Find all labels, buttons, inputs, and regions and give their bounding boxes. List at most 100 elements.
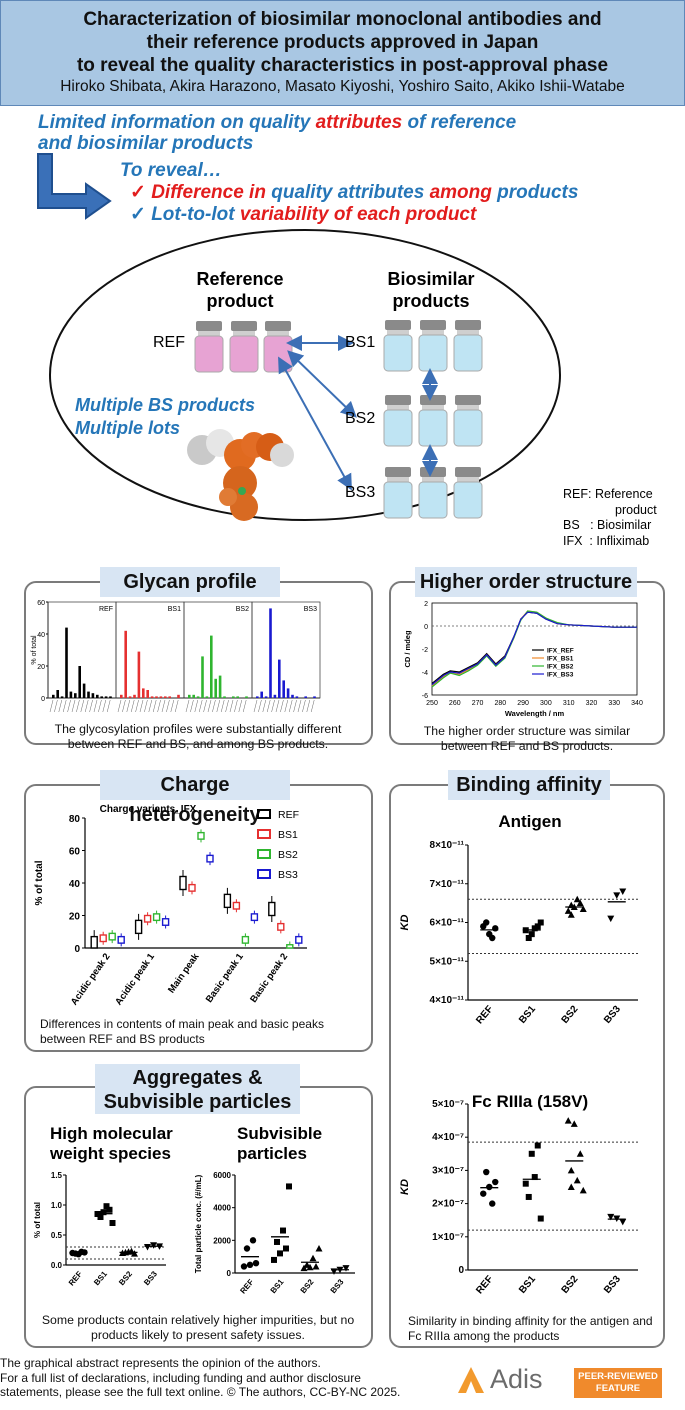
- y-tick-label: 5×10⁻⁷: [432, 1099, 464, 1110]
- bullet-text: quality attributes: [271, 182, 425, 203]
- data-point: [531, 1174, 538, 1181]
- glycan-bar: [218, 675, 222, 698]
- data-point: [283, 1245, 289, 1252]
- caption-line: between REF and BS products.: [440, 739, 614, 753]
- data-point: [619, 888, 627, 895]
- glycan-bar: [164, 696, 167, 698]
- y-tick-label: 20: [37, 664, 45, 671]
- arrow-ref-bs3: [278, 356, 352, 491]
- bs2-vial-1-cap: [385, 395, 411, 405]
- x-tick-label: [203, 699, 207, 713]
- data-point: [492, 1178, 499, 1186]
- legend-key: BS: [563, 518, 580, 532]
- facet-frame: [47, 601, 117, 699]
- x-tick-label: [262, 699, 267, 713]
- legend-swatch: [257, 809, 271, 819]
- group-label: REF: [474, 1274, 495, 1296]
- group-label: BS3: [602, 1274, 623, 1296]
- data-point: [78, 1248, 85, 1255]
- data-point: [342, 1265, 350, 1272]
- title-line-3: to reveal the quality characteristics in…: [76, 55, 609, 76]
- x-tick-label: [284, 699, 289, 713]
- data-point: [309, 1254, 317, 1262]
- box: [295, 935, 303, 944]
- bs3-vial-3-neck: [457, 477, 479, 482]
- category-label: Main peak: [166, 951, 202, 996]
- data-point: [619, 1218, 627, 1226]
- data-point: [336, 1266, 344, 1274]
- data-point: [300, 1264, 308, 1272]
- y-tick-label: 3×10⁻⁷: [432, 1165, 464, 1176]
- data-point: [613, 1215, 621, 1223]
- data-point: [144, 1244, 151, 1251]
- x-tick-label: 270: [472, 700, 484, 707]
- bs1-vial-3-cap: [455, 320, 481, 330]
- legend-value: : Biosimilar: [590, 518, 652, 532]
- data-point: [579, 905, 587, 912]
- group-label: BS2: [299, 1277, 316, 1295]
- data-point: [522, 927, 529, 934]
- bs3-vial-3-cap: [455, 467, 481, 477]
- y-tick-label: 40: [69, 879, 81, 890]
- box: [188, 883, 196, 892]
- ref-vial-2-neck: [233, 331, 255, 336]
- glycan-bar: [245, 696, 248, 698]
- authors: Hiroko Shibata, Akira Harazono, Masato K…: [60, 78, 625, 95]
- bs1-vial-2-neck: [422, 330, 444, 335]
- x-tick-label: [207, 699, 212, 713]
- footer-note: The graphical abstract represents the op…: [0, 1356, 400, 1400]
- x-tick-label: [194, 699, 199, 713]
- x-tick-label: [225, 699, 229, 713]
- facet-frame: [183, 601, 253, 699]
- data-point: [534, 1142, 541, 1149]
- badge-line: FEATURE: [595, 1383, 641, 1394]
- y-tick-label: 80: [69, 814, 81, 825]
- x-tick-label: [174, 699, 179, 713]
- title-line: Subvisible: [237, 1124, 323, 1143]
- legend-swatch: [257, 849, 271, 859]
- category-label: Basic peak 1: [204, 951, 246, 1005]
- data-point: [97, 1214, 104, 1220]
- data-point: [537, 1215, 544, 1222]
- box: [206, 854, 214, 863]
- data-point: [567, 901, 575, 909]
- data-point: [489, 934, 496, 942]
- x-tick-label: [297, 699, 302, 713]
- data-point: [567, 1166, 575, 1174]
- ref-vial-3-body: [263, 335, 293, 373]
- y-tick-label: 60: [37, 600, 45, 607]
- data-point: [573, 1176, 581, 1184]
- group-label: BS1: [269, 1277, 286, 1295]
- glycan-bar: [78, 666, 81, 698]
- box: [277, 922, 285, 931]
- x-tick-label: [220, 699, 225, 713]
- x-tick-label: 280: [494, 700, 506, 707]
- title-line-1: Characterization of biosimilar monoclona…: [83, 9, 602, 30]
- bullet-text: among: [424, 182, 498, 203]
- bs1-vial-3-neck: [457, 330, 479, 335]
- y-tick-label: 0: [458, 1265, 464, 1276]
- x-tick-label: [139, 699, 144, 713]
- glycan-bar: [82, 683, 86, 698]
- x-tick-label: [89, 699, 93, 713]
- x-tick-label: [84, 699, 89, 713]
- data-point: [576, 899, 584, 907]
- y-tick-label: 6000: [213, 1171, 231, 1180]
- facet-label: REF: [99, 606, 113, 613]
- glycan-bar: [205, 696, 209, 698]
- y-tick-label: 5×10⁻¹¹: [430, 956, 465, 967]
- box: [117, 935, 125, 944]
- legend-swatch: [257, 869, 271, 879]
- x-tick-label: [275, 699, 280, 713]
- x-tick-label: 300: [540, 700, 552, 707]
- bs3-vial-1-neck: [387, 477, 409, 482]
- y-tick-label: 4000: [213, 1204, 231, 1213]
- data-point: [613, 892, 621, 899]
- data-point: [252, 1260, 260, 1267]
- glycan-bar: [282, 680, 285, 698]
- aggregates-caption: Some products contain relatively higher …: [28, 1313, 368, 1343]
- charge-title: Charge heterogeneity: [100, 770, 290, 826]
